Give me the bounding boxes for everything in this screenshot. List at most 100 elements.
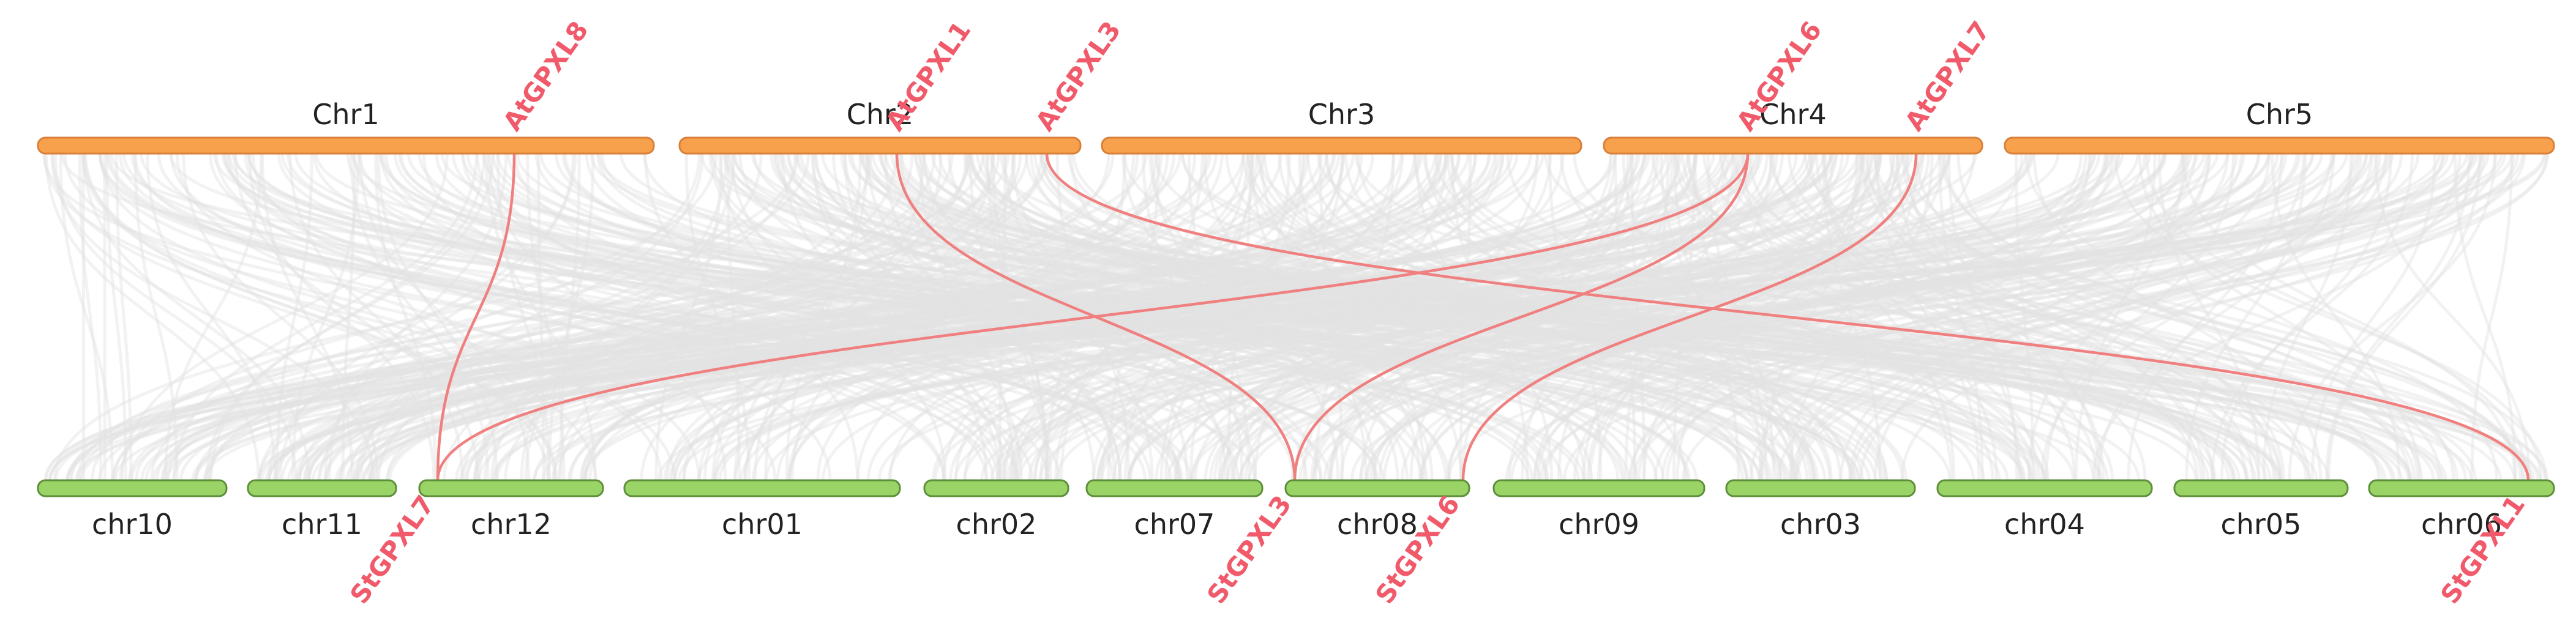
background-link: [1650, 153, 2308, 481]
background-link: [947, 153, 1409, 481]
background-link: [913, 153, 2531, 481]
background-link: [1674, 153, 2424, 481]
background-link: [954, 153, 1346, 481]
background-link: [1573, 153, 2261, 481]
background-link: [291, 153, 361, 481]
background-link: [54, 153, 1859, 481]
background-link: [1803, 153, 2525, 481]
background-link: [373, 153, 2270, 481]
background-link: [118, 153, 1147, 481]
background-link: [473, 153, 898, 481]
background-link: [708, 153, 1180, 481]
background-link: [2044, 153, 2235, 481]
background-link: [108, 153, 1256, 481]
background-link: [97, 153, 1545, 481]
background-link: [682, 153, 1634, 481]
background-link: [278, 153, 577, 481]
background-link: [260, 153, 2097, 481]
background-link: [976, 153, 2046, 481]
background-link: [2138, 153, 2422, 481]
background-link: [620, 153, 2396, 481]
background-link: [1121, 153, 1377, 481]
background-link: [1369, 153, 2121, 481]
background-link: [140, 153, 1866, 481]
background-link: [580, 153, 1375, 481]
gene-label-AtGPXL1: AtGPXL1: [880, 16, 976, 136]
background-link: [48, 153, 2219, 481]
background-link: [1661, 153, 2230, 481]
background-link: [1543, 153, 2403, 481]
background-link: [968, 153, 1048, 481]
background-link: [1687, 153, 2040, 481]
background-link: [727, 153, 1883, 481]
background-link: [122, 153, 1581, 481]
background-link: [1033, 153, 1657, 481]
background-link: [1582, 153, 1773, 481]
background-link: [887, 153, 1798, 481]
background-link: [743, 153, 1136, 481]
background-link: [369, 153, 1647, 481]
background-link: [246, 153, 1791, 481]
background-link: [654, 153, 723, 481]
background-link: [1859, 153, 2214, 481]
background-link: [1624, 153, 1670, 481]
background-link: [1218, 153, 2279, 481]
background-link: [348, 153, 1000, 481]
background-link: [1248, 153, 2484, 481]
background-link: [224, 153, 1191, 481]
background-link: [69, 153, 1148, 481]
background-link: [1253, 153, 1448, 481]
background-link: [787, 153, 1197, 481]
background-link: [1533, 153, 1895, 481]
background-link: [1226, 153, 1252, 481]
background-link: [670, 153, 1417, 481]
background-link: [152, 153, 2114, 481]
background-link: [1544, 153, 2531, 481]
background-link: [477, 153, 914, 481]
background-link: [1365, 153, 2238, 481]
background-link: [280, 153, 1451, 481]
background-link: [995, 153, 1477, 481]
background-link: [341, 153, 356, 481]
background-link: [1795, 153, 2515, 481]
background-link: [1067, 153, 1904, 481]
background-link: [585, 153, 1424, 481]
background-link: [358, 153, 531, 481]
background-link: [1012, 153, 1779, 481]
background-link: [814, 153, 1428, 481]
background-link: [1148, 153, 1434, 481]
chromosome-label-chr10: chr10: [92, 508, 173, 541]
background-link: [1450, 153, 1529, 481]
background-link: [843, 153, 1023, 481]
background-link: [1741, 153, 1953, 481]
chromosome-label-Chr2: Chr2: [847, 98, 913, 131]
background-link: [539, 153, 2198, 481]
background-link: [1360, 153, 1617, 481]
background-link: [1306, 153, 1783, 481]
background-link: [713, 153, 1310, 481]
background-link: [1327, 153, 1729, 481]
background-link: [461, 153, 2009, 481]
background-link: [794, 153, 2283, 481]
background-link: [899, 153, 2330, 481]
background-synteny-links: [42, 153, 2550, 481]
background-link: [175, 153, 701, 481]
background-link: [1033, 153, 1499, 481]
gene-label-StGPXL3: StGPXL3: [1201, 490, 1297, 609]
synteny-link-AtGPXL8-StGPXL7: [436, 153, 516, 481]
background-link: [884, 153, 2384, 481]
background-link: [1860, 153, 2525, 481]
background-link: [1325, 153, 1889, 481]
background-link: [315, 153, 2444, 481]
background-link: [864, 153, 2387, 481]
background-link: [257, 153, 1323, 481]
background-link: [1622, 153, 1795, 481]
background-link: [1901, 153, 2206, 481]
background-link: [496, 153, 551, 481]
background-link: [233, 153, 2046, 481]
background-link: [355, 153, 797, 481]
chromosome-bar-Chr4: [1603, 136, 1983, 155]
background-link: [1003, 153, 1344, 481]
background-link: [787, 153, 1549, 481]
background-link: [1230, 153, 1909, 481]
